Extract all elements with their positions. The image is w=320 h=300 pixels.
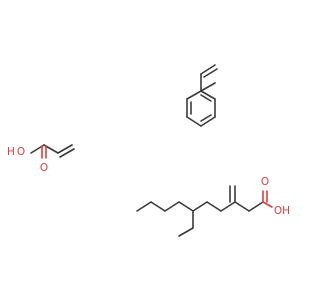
bond — [192, 201, 208, 212]
oxygen-atom-label: O — [17, 146, 25, 158]
hydroxyl-group-label: OH — [274, 205, 290, 217]
bond — [200, 94, 212, 102]
bond — [136, 201, 152, 212]
bond — [248, 201, 264, 212]
bond — [262, 201, 273, 208]
bond — [206, 201, 222, 212]
bond — [200, 64, 216, 75]
bond — [186, 116, 202, 127]
bond — [220, 201, 236, 212]
molecule-drawing: H O O O OH — [7, 64, 290, 237]
bond — [164, 201, 180, 212]
bond — [203, 68, 218, 78]
acrylic-acid-molecule: H O O — [7, 144, 75, 174]
bond — [200, 82, 216, 92]
bond — [200, 114, 212, 122]
bond — [150, 201, 166, 212]
bond — [200, 90, 216, 100]
bond — [186, 90, 202, 100]
oxygen-atom-label: O — [40, 162, 48, 174]
bond — [57, 144, 73, 154]
bond — [234, 201, 250, 212]
bond — [178, 227, 194, 237]
branched-acid-molecule: O OH — [136, 176, 290, 237]
structure-canvas: H O O O OH — [7, 64, 291, 237]
hydrogen-atom-label: H — [7, 146, 15, 158]
bond — [178, 201, 194, 212]
styrene-molecule — [186, 64, 218, 127]
bond — [59, 148, 75, 158]
oxygen-atom-label: O — [261, 176, 269, 188]
bond — [200, 116, 216, 127]
